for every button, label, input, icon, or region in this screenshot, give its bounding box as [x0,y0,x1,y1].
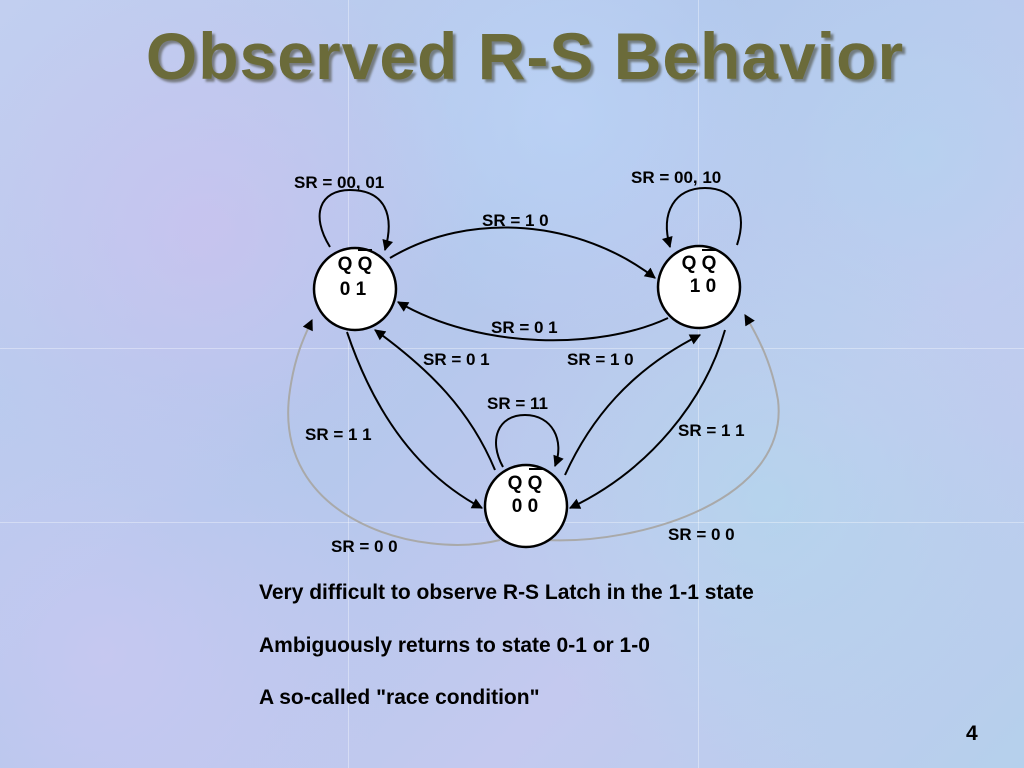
edge-label-s10-to-s01: SR = 0 1 [491,318,558,337]
slide-title: Observed R-S Behavior [145,19,905,93]
self-loop-s00 [495,413,564,468]
edge-label-s00-to-s01-gray: SR = 0 0 [331,537,398,556]
note-2: Ambiguously returns to state 0-1 or 1-0 [259,634,650,657]
state-node-10: Q Q 1 0 [656,244,742,330]
state-01-value: 0 1 [340,279,367,300]
state-node-01: Q Q 0 1 [312,246,398,332]
edge-label-s10-self: SR = 00, 10 [631,168,721,187]
edge-s00-to-s10-gray [544,314,780,542]
state-01-header: Q Q [338,254,373,275]
state-10-header: Q Q [682,253,717,274]
grid-line [348,0,349,768]
edge-label-s01-to-s00: SR = 1 1 [305,425,372,444]
edge-s10-to-s00 [569,329,726,509]
note-3: A so-called "race condition" [259,686,540,709]
state-10-value: 1 0 [690,276,716,297]
edge-label-s01-to-s10: SR = 1 0 [482,211,549,230]
edge-label-s00-self: SR = 11 [487,394,548,413]
edge-s01-to-s00 [346,331,483,509]
state-node-00: Q Q 0 0 [483,463,569,549]
grid-line [0,348,1024,349]
edge-s10-to-s01 [397,301,669,342]
state-00-value: 0 0 [512,496,538,517]
self-loop-s01 [318,188,394,252]
edge-s00-to-s10 [564,334,701,476]
grid-line [698,0,699,768]
self-loop-s10 [661,186,742,249]
edge-label-s00-to-s10-gray: SR = 0 0 [668,525,735,544]
edge-label-s00-to-s01: SR = 0 1 [423,350,490,369]
edge-label-s00-to-s10: SR = 1 0 [567,350,634,369]
edge-label-s01-self: SR = 00, 01 [294,173,384,192]
page-number: 4 [966,722,978,745]
edge-s00-to-s01 [374,329,496,471]
state-00-header: Q Q [508,473,543,494]
edge-s01-to-s10 [389,226,656,279]
note-1: Very difficult to observe R-S Latch in t… [259,581,754,604]
edge-label-s10-to-s00: SR = 1 1 [678,421,745,440]
edge-s00-to-s01-gray [287,319,501,546]
